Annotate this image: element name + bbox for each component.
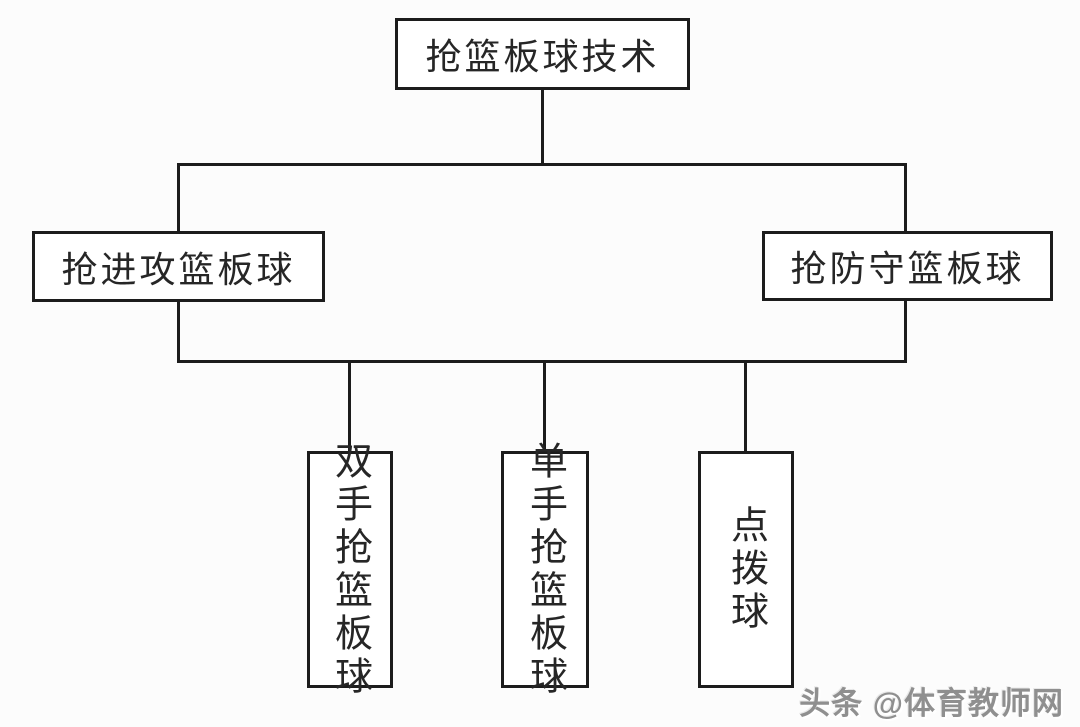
leaf-node-tip-ball-label: 点拨球 xyxy=(724,505,767,634)
connector-frame-to-leaf-double-hand xyxy=(348,360,351,454)
root-node-label: 抢篮板球技术 xyxy=(425,37,660,77)
root-node-rebounding-technique: 抢篮板球技术 xyxy=(395,18,690,90)
leaf-node-single-hand-label: 单手抢篮板球 xyxy=(523,440,566,699)
connector-root-to-frame xyxy=(541,88,544,166)
branch-node-defensive-rebound: 抢防守篮板球 xyxy=(762,231,1053,301)
branch-node-offensive-label: 抢进攻篮板球 xyxy=(61,249,296,290)
leaf-node-single-hand-rebound: 单手抢篮板球 xyxy=(501,441,589,699)
leaf-node-tip-ball: 点拨球 xyxy=(698,451,794,688)
branch-node-defensive-label: 抢防守篮板球 xyxy=(790,249,1025,289)
watermark-toutiao: 头条 @体育教师网 xyxy=(799,686,1064,721)
leaf-node-double-hand-rebound: 双手抢篮板球 xyxy=(307,441,393,699)
branch-node-offensive-rebound: 抢进攻篮板球 xyxy=(32,231,325,302)
connector-frame-to-leaf-tip-ball xyxy=(744,360,747,454)
leaf-node-double-hand-label: 双手抢篮板球 xyxy=(328,440,371,699)
connector-frame-to-leaf-single-hand xyxy=(543,360,546,454)
